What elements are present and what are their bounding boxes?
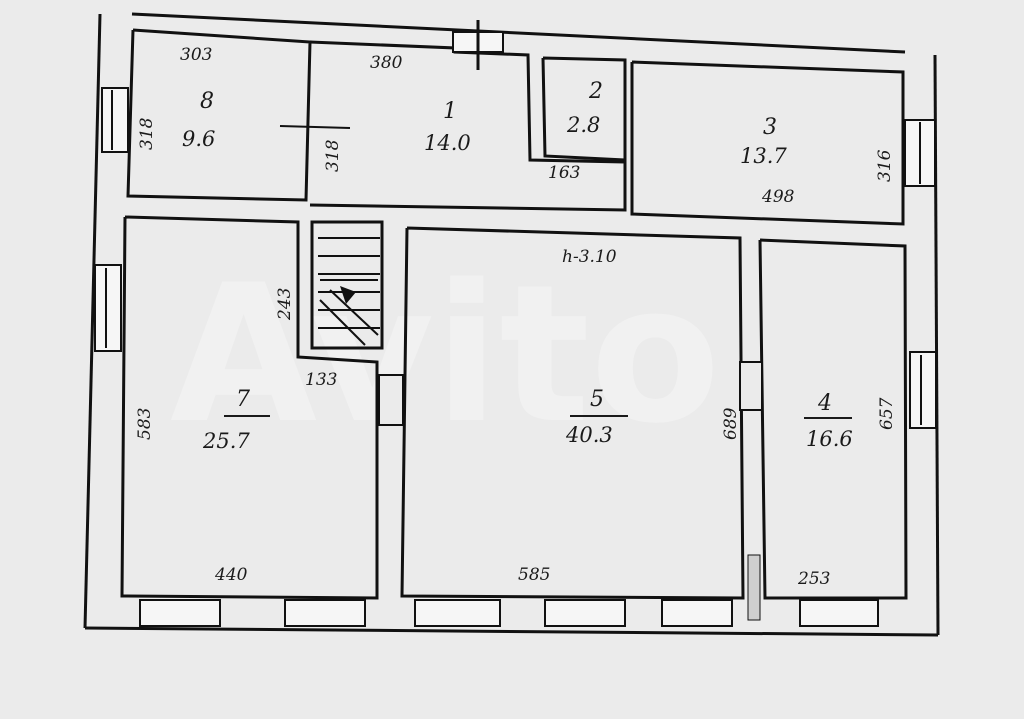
staircase: [310, 220, 384, 350]
room-4-area: 16.6: [806, 427, 853, 451]
room-7-number: 7: [236, 387, 250, 412]
room-1-height: 318: [323, 139, 343, 172]
room-4-number: 4: [817, 391, 832, 416]
room-8-number: 8: [200, 89, 214, 114]
room-5-outline: [400, 226, 745, 600]
room-4-height: 657: [877, 397, 897, 430]
room-3-width: 498: [761, 187, 795, 207]
room-2-number: 2: [588, 79, 603, 104]
stair-width: 133: [305, 370, 337, 390]
room-4-outline: [758, 238, 908, 600]
room-7-area: 25.7: [202, 429, 250, 453]
room-3-area: 13.7: [740, 144, 787, 168]
room-8-height: 318: [137, 117, 157, 150]
room-1-area: 14.0: [424, 131, 471, 155]
room-1-number: 1: [443, 99, 457, 124]
room-5-area: 40.3: [565, 423, 613, 447]
room-1-width: 380: [370, 53, 403, 73]
room-8-width: 303: [180, 45, 212, 65]
room-8-area: 9.6: [182, 127, 215, 151]
room-8-outline: [126, 28, 312, 202]
room-3-number: 3: [763, 115, 777, 140]
room-2-area: 2.8: [566, 113, 600, 137]
room-3-outline: [630, 60, 905, 226]
room-2-width: 163: [548, 163, 580, 183]
room-7-height: 583: [135, 408, 155, 440]
room-5-number: 5: [590, 387, 604, 412]
room-2-outline: [541, 56, 627, 162]
room-5-width: 585: [518, 565, 550, 585]
stair-height: 243: [275, 288, 295, 321]
windows: [94, 20, 937, 627]
room-7-outline: [120, 215, 379, 600]
watermark: Avito: [170, 244, 721, 465]
room-7-width: 440: [214, 565, 248, 585]
ceiling-height: h-3.10: [562, 247, 617, 267]
room-5-height: 689: [721, 407, 741, 440]
door-marks: [279, 125, 763, 621]
room-3-height: 316: [875, 149, 895, 182]
room-4-width: 253: [797, 569, 830, 589]
